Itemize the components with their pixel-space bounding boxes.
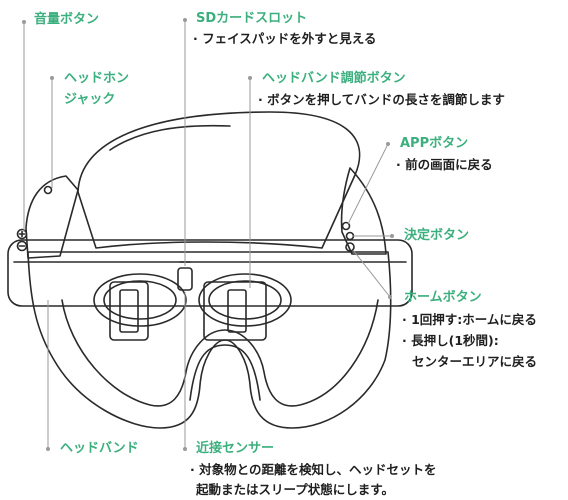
left-arm bbox=[25, 175, 79, 259]
headphone-jack-label-line1: ヘッドホン bbox=[64, 71, 130, 86]
left-lens-inner bbox=[103, 280, 177, 320]
left-adjuster-inner bbox=[119, 289, 139, 333]
right-adjuster bbox=[203, 281, 267, 341]
volume-button-label: 音量ボタン bbox=[34, 12, 100, 27]
top-strap bbox=[77, 111, 361, 249]
home-button-desc-line3: センターエリアに戻る bbox=[412, 354, 538, 369]
proximity-sensor-label: 近接センサー bbox=[196, 441, 275, 456]
right-lens bbox=[198, 273, 292, 327]
top-strap-fold bbox=[109, 124, 231, 151]
headphone-jack-port bbox=[43, 185, 53, 195]
app-button-label: APPボタン bbox=[400, 136, 469, 151]
home-button-label: ホームボタン bbox=[404, 290, 482, 305]
right-arm bbox=[340, 167, 387, 255]
app-button-icon bbox=[341, 221, 351, 231]
headband-adjust-button-label: ヘッドバンド調節ボタン bbox=[262, 71, 406, 86]
volume-minus-icon bbox=[16, 240, 28, 252]
sd-card-slot-label: SDカードスロット bbox=[196, 11, 308, 26]
app-button-desc: · 前の画面に戻る bbox=[396, 157, 493, 172]
headphone-jack-label-line2: ジャック bbox=[64, 92, 116, 107]
home-button-desc-line2: · 長押し(1秒間): bbox=[402, 333, 499, 348]
proximity-sensor-window bbox=[177, 267, 193, 291]
face-pad bbox=[61, 299, 379, 407]
home-button-desc-line1: · 1回押す:ホームに戻る bbox=[402, 312, 537, 327]
headband-adjust-button-desc: · ボタンを押してバンドの長さを調節します bbox=[258, 92, 505, 107]
proximity-sensor-desc-line1: · 対象物との距離を検知し、ヘッドセットを bbox=[190, 462, 437, 477]
nose-cutout bbox=[189, 344, 261, 401]
sd-card-slot-desc: · フェイスパッドを外すと見える bbox=[193, 31, 377, 46]
volume-plus-icon bbox=[16, 228, 28, 240]
headband-label: ヘッドバンド bbox=[60, 441, 139, 456]
proximity-sensor-desc-line2: 起動またはスリープ状態にします。 bbox=[196, 482, 395, 497]
headband-strap bbox=[7, 239, 413, 307]
confirm-button-label: 決定ボタン bbox=[404, 228, 470, 243]
left-lens bbox=[93, 273, 187, 327]
right-adjuster-inner bbox=[227, 289, 247, 333]
right-lens-inner bbox=[208, 280, 282, 320]
left-adjuster bbox=[109, 281, 149, 341]
home-button-icon bbox=[345, 242, 355, 252]
